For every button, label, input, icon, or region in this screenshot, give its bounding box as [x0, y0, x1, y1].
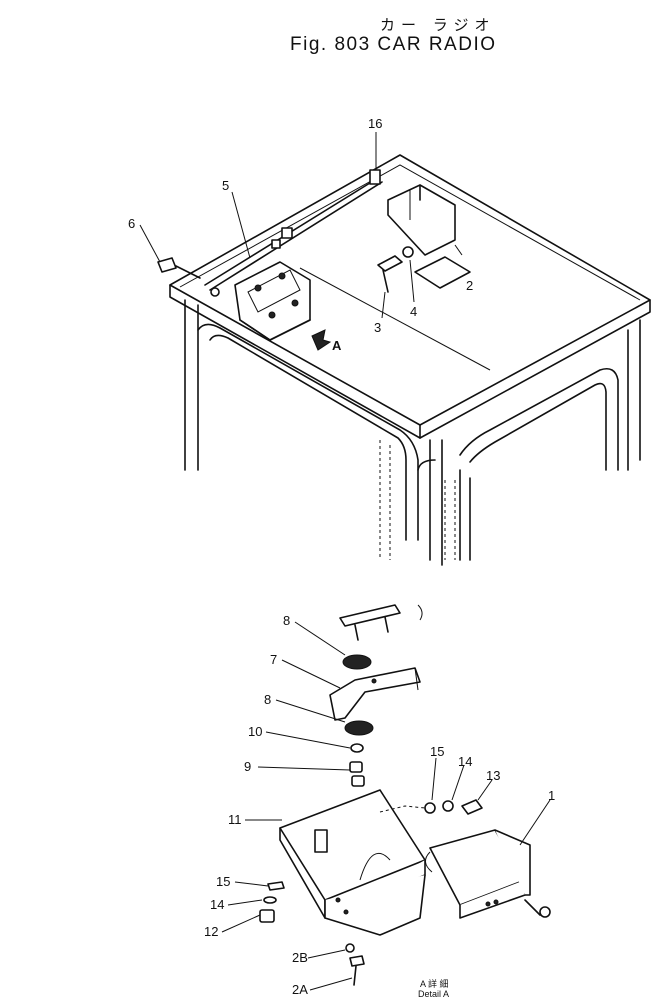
callout-11: 11	[228, 812, 242, 827]
title-japanese: カー ラジオ	[380, 16, 496, 34]
callout-8-lower: 8	[264, 692, 271, 707]
callout-13: 13	[486, 768, 500, 783]
callout-1: 1	[548, 788, 555, 803]
callout-5: 5	[222, 178, 229, 193]
leader-lines-bottom	[221, 621, 551, 991]
callout-12: 12	[204, 924, 218, 939]
cab-roof-drawing	[157, 154, 651, 566]
callout-14-right: 14	[458, 754, 472, 769]
callout-8-upper: 8	[283, 613, 290, 628]
callout-4: 4	[410, 304, 417, 319]
callout-3: 3	[374, 320, 381, 335]
callout-16: 16	[368, 116, 382, 131]
detail-arrow-label: A	[332, 338, 342, 353]
leader-lines-top	[139, 132, 463, 319]
detail-caption-japanese: A 詳 細	[420, 978, 449, 989]
detail-caption: Detail A	[418, 989, 449, 999]
callout-14-left: 14	[210, 897, 224, 912]
callout-10: 10	[248, 724, 262, 739]
radio-mount-drawing	[259, 604, 551, 986]
callout-15-left: 15	[216, 874, 230, 889]
callout-9: 9	[244, 759, 251, 774]
callout-2A: 2A	[292, 982, 308, 997]
figure-title: Fig. 803 CAR RADIO	[290, 34, 497, 55]
callout-15-right: 15	[430, 744, 444, 759]
callout-2B: 2B	[292, 950, 308, 965]
callout-7: 7	[270, 652, 277, 667]
callout-2: 2	[466, 278, 473, 293]
callout-6: 6	[128, 216, 135, 231]
